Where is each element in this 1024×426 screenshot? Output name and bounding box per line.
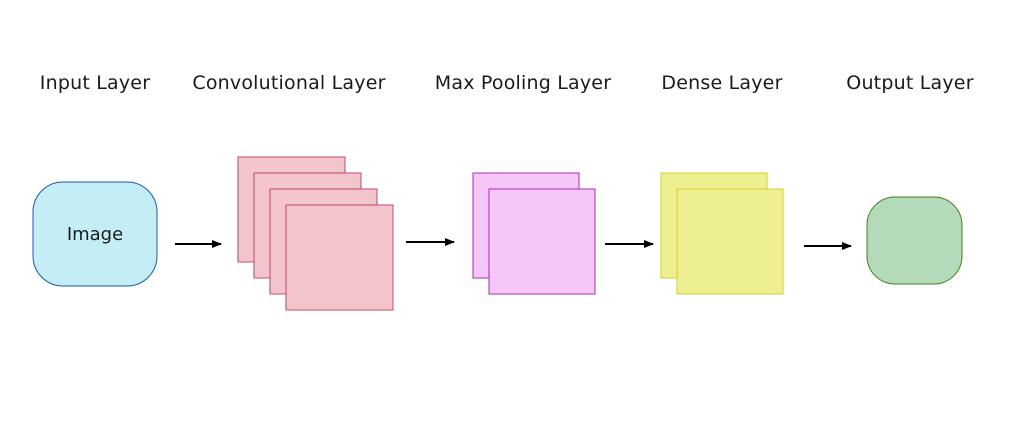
convolutional-feature-maps — [237, 156, 394, 311]
conv-feature-map — [285, 204, 394, 311]
input-node: Image — [32, 181, 158, 287]
pool-feature-map — [488, 188, 596, 295]
dense-map — [676, 188, 784, 295]
convolutional-layer-label: Convolutional Layer — [192, 72, 386, 94]
dense-layer-label: Dense Layer — [661, 72, 783, 94]
output-layer-label: Output Layer — [846, 72, 974, 94]
input-image-box — [32, 181, 158, 287]
output-node — [866, 196, 963, 285]
input-layer-label: Input Layer — [39, 72, 151, 94]
max-pooling-feature-maps — [472, 172, 596, 295]
dense-layer-maps — [660, 172, 784, 295]
max-pooling-layer-label: Max Pooling Layer — [434, 72, 612, 94]
input-node-text: Image — [67, 224, 123, 245]
